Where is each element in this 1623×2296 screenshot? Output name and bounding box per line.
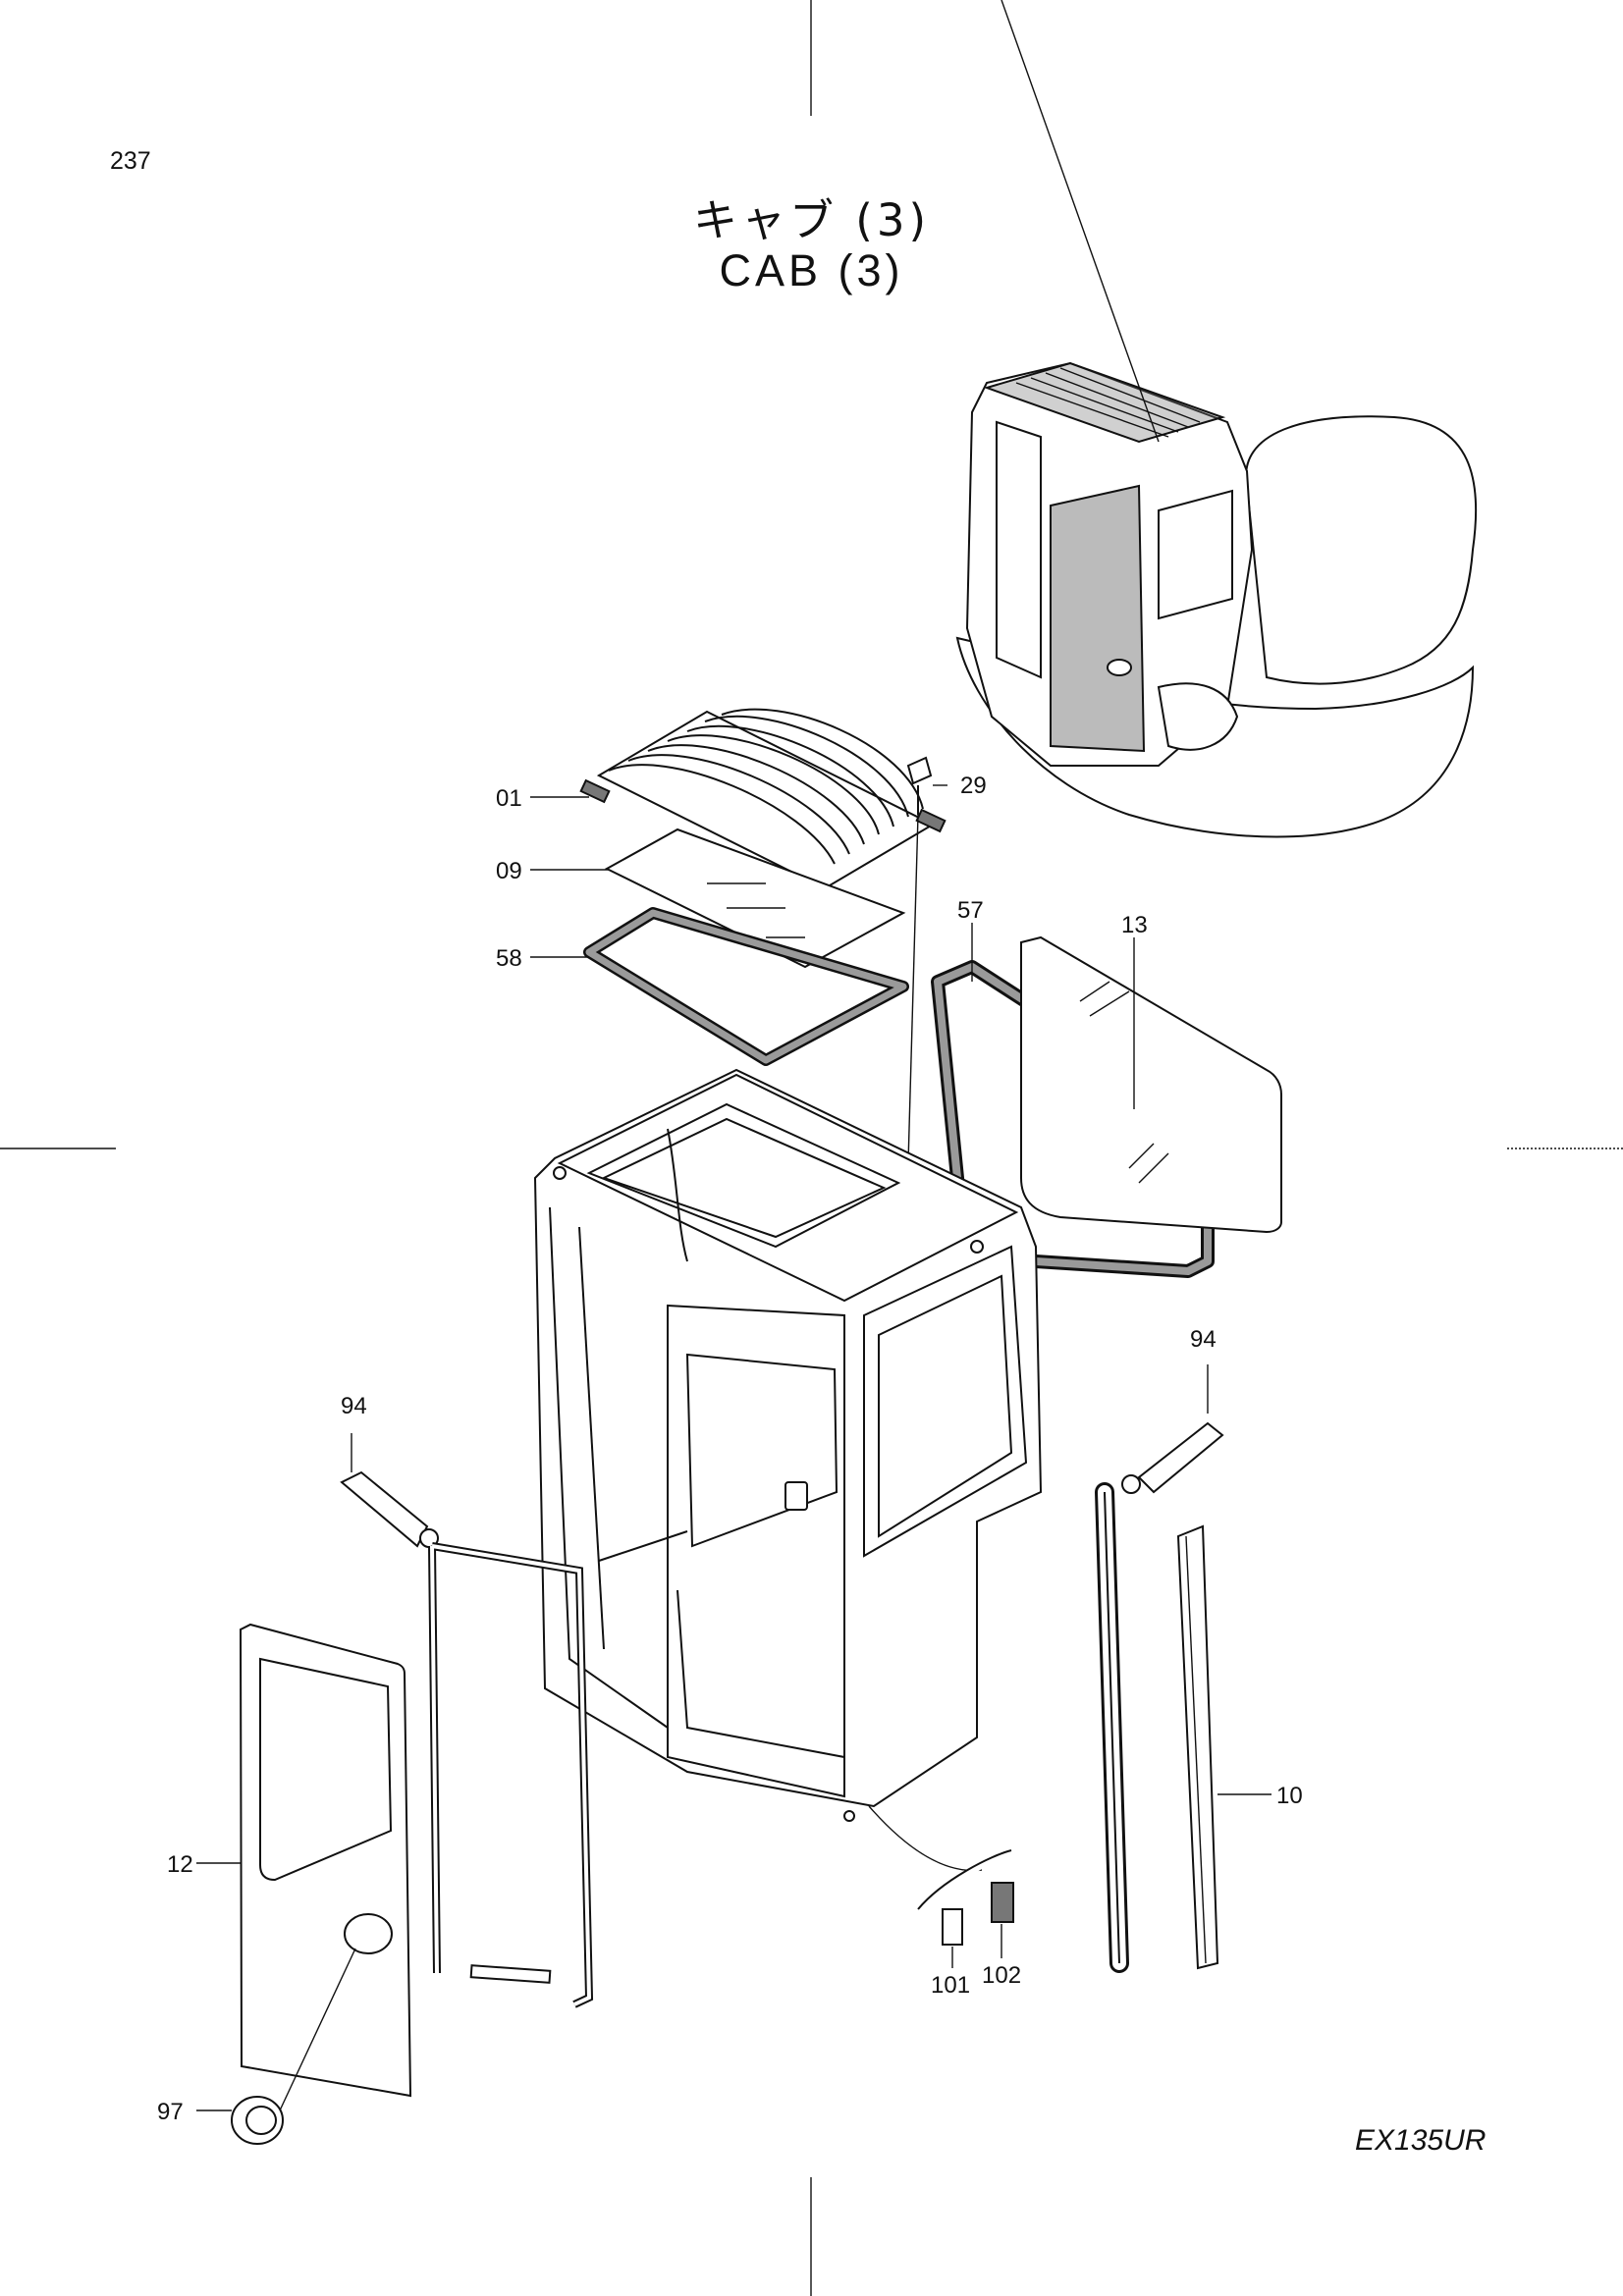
part-94-sealant-tube-left (340, 1433, 439, 1548)
page-title-japanese: キャブ (3) (692, 194, 931, 246)
page-title-english: CAB (3) (719, 245, 904, 295)
callout-13: 13 (1121, 912, 1148, 938)
part-94-sealant-tube-right (1121, 1364, 1224, 1494)
part-01-roof-guard (579, 708, 947, 907)
page-number: 237 (110, 147, 151, 175)
callout-102: 102 (982, 1962, 1021, 1989)
part-58-roof-seal (583, 907, 909, 1066)
callout-12: 12 (167, 1851, 193, 1878)
part-97-grommet (231, 2096, 284, 2145)
parts-101-102-detail (868, 1805, 1014, 1968)
part-10-side-seal-strips (1095, 1482, 1219, 1973)
callout-101: 101 (931, 1972, 970, 1999)
part-13-side-window-glass (1020, 935, 1282, 1234)
callout-58: 58 (496, 945, 522, 972)
callout-01: 01 (496, 785, 522, 812)
model-code: EX135UR (1355, 2124, 1487, 2157)
callout-97: 97 (157, 2099, 184, 2125)
door-seal (428, 1542, 594, 2008)
callout-10: 10 (1276, 1783, 1303, 1809)
callout-09: 09 (496, 858, 522, 884)
cab-frame (533, 1068, 1043, 1822)
excavator-overview-illustration (955, 0, 1478, 838)
callout-leader-lines (196, 796, 1271, 2111)
part-29-bolt (906, 756, 947, 1164)
part-12-door (239, 1623, 412, 2111)
callout-94-left: 94 (341, 1393, 367, 1419)
callout-29: 29 (960, 773, 987, 799)
callout-57: 57 (957, 897, 984, 924)
callout-94-right: 94 (1190, 1326, 1217, 1353)
